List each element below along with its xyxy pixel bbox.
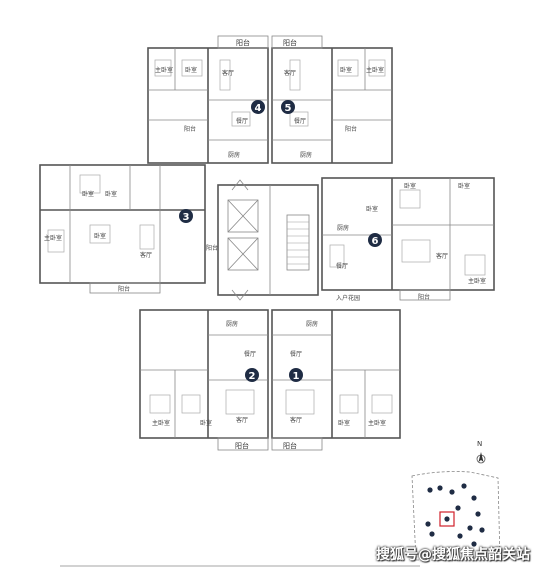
label-bedroom-u1: 卧室 [338,419,350,427]
label-balcony-u4b: 阳台 [184,125,196,133]
central-core [217,179,319,301]
unit-badge-5: 5 [281,100,295,114]
unit-6-plan [321,177,495,301]
unit-badge-3: 3 [179,209,193,223]
label-master-bedroom-u4: 主卧室 [155,66,173,74]
current-building-marker [439,511,455,527]
label-kitchen-u2: 厨房 [226,320,238,328]
label-dining-u6: 餐厅 [336,262,348,270]
unit-badge-1: 1 [289,368,303,382]
unit-badge-6: 6 [368,233,382,247]
label-living-u6: 客厅 [436,252,448,260]
label-bedroom-u3a: 卧室 [82,190,94,198]
label-bedroom-u6a: 卧室 [404,182,416,190]
label-living-u5: 客厅 [284,69,296,77]
unit-4-plan [147,35,269,164]
svg-text:1: 1 [293,371,300,382]
label-bedroom-u6c: 卧室 [366,205,378,213]
label-balcony-u3b: 阳台 [206,244,218,252]
label-bedroom-u3c: 卧室 [94,232,106,240]
label-kitchen-u4: 厨房 [228,151,240,159]
label-living-u1: 客厅 [290,416,302,424]
label-master-bedroom-u3: 主卧室 [44,234,62,242]
stairs [286,214,310,271]
label-bedroom-u2: 卧室 [200,419,212,427]
svg-text:5: 5 [285,103,292,114]
label-living-u2: 客厅 [236,416,248,424]
unit-1-plan [271,309,401,451]
label-balcony-u5b: 阳台 [345,125,357,133]
label-balcony-u5: 阳台 [283,38,297,47]
unit-badge-2: 2 [245,368,259,382]
label-kitchen-u5: 厨房 [300,151,312,159]
unit-5-plan [271,35,393,164]
label-master-bedroom-u5: 主卧室 [366,66,384,74]
label-living-u3: 客厅 [140,251,152,259]
compass-label: N [477,440,483,448]
label-dining-u1: 餐厅 [290,350,302,358]
label-dining-u5: 餐厅 [294,117,306,125]
unit-3-plan [39,164,206,294]
watermark: 搜狐号@搜狐焦点韶关站 [376,547,530,563]
label-balcony-u6: 阳台 [418,293,430,301]
label-bedroom-u5: 卧室 [340,66,352,74]
label-balcony-u3: 阳台 [118,285,130,293]
label-kitchen-u6: 厨房 [337,224,349,232]
svg-text:3: 3 [183,212,190,223]
unit-badge-4: 4 [251,100,265,114]
svg-text:6: 6 [372,236,379,247]
label-bedroom-u6b: 卧室 [458,182,470,190]
label-living-u4: 客厅 [222,69,234,77]
compass-icon [476,452,486,464]
label-entrance-lobby: 入户花园 [336,294,360,302]
label-bedroom-u4: 卧室 [185,66,197,74]
label-balcony-u2: 阳台 [235,441,249,450]
svg-text:2: 2 [249,371,256,382]
label-dining-u2: 餐厅 [244,350,256,358]
label-kitchen-u1: 厨房 [306,320,318,328]
label-master-bedroom-u2: 主卧室 [152,419,170,427]
svg-text:4: 4 [255,103,262,114]
label-master-bedroom-u1: 主卧室 [368,419,386,427]
label-dining-u4: 餐厅 [236,117,248,125]
label-balcony-u4: 阳台 [236,38,250,47]
label-bedroom-u3b: 卧室 [105,190,117,198]
label-balcony-u1: 阳台 [283,441,297,450]
unit-2-plan [139,309,269,451]
site-key-map [411,471,501,561]
label-master-bedroom-u6: 主卧室 [468,277,486,285]
tree-icon [425,483,485,547]
